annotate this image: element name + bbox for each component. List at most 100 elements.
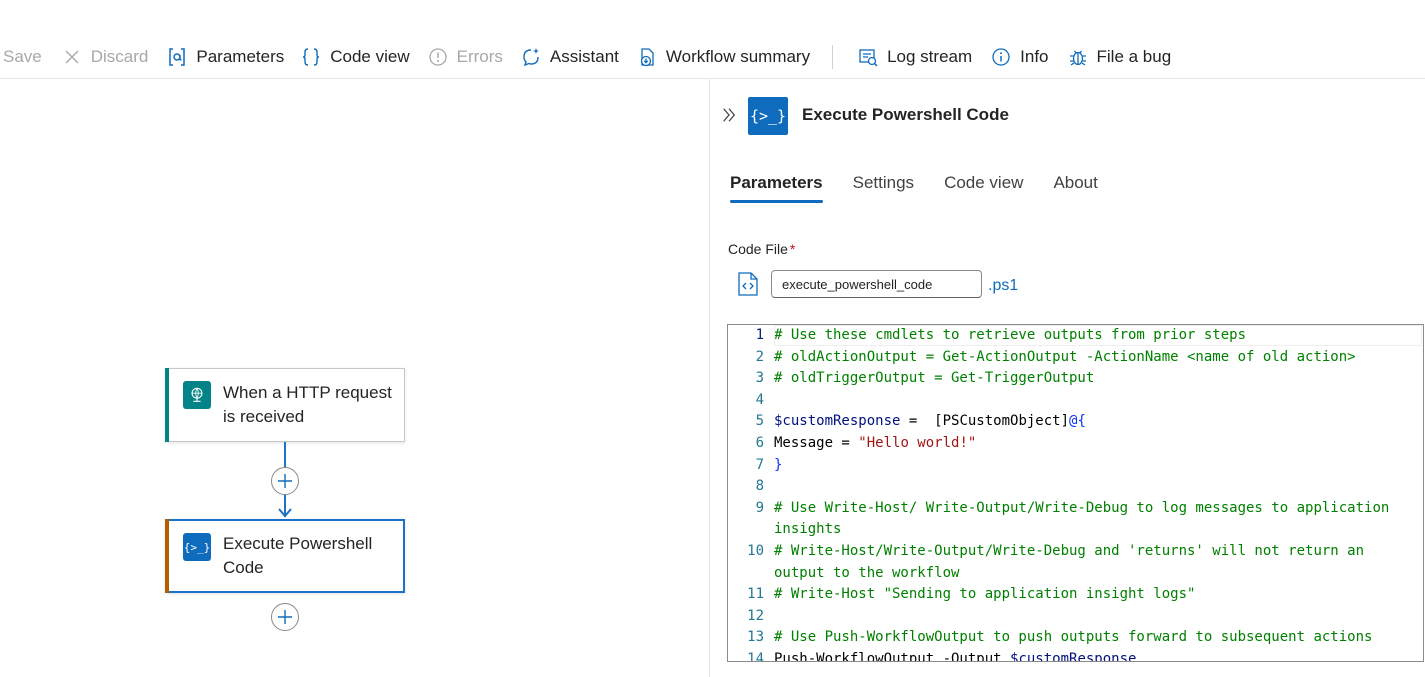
- bug-icon: [1067, 46, 1089, 68]
- code-text: # Write-Host "Sending to application ins…: [774, 584, 1404, 606]
- info-button[interactable]: Info: [990, 41, 1049, 73]
- line-number: 3: [755, 370, 764, 387]
- code-text: Message = "Hello world!": [774, 433, 1404, 455]
- discard-button[interactable]: Discard: [61, 41, 148, 73]
- code-file-name-input[interactable]: [771, 270, 982, 298]
- line-number: 2: [755, 348, 764, 365]
- code-text: # Use Push-WorkflowOutput to push output…: [774, 627, 1404, 649]
- code-line: 4: [728, 390, 1423, 412]
- designer-toolbar: Save Discard Parameters Code view Errors…: [0, 36, 1425, 78]
- code-token: @{: [1069, 413, 1086, 430]
- code-line: 8: [728, 476, 1423, 498]
- plus-icon: [278, 474, 292, 488]
- insert-step-button[interactable]: [271, 467, 299, 495]
- code-text: # Write-Host/Write-Output/Write-Debug an…: [774, 541, 1404, 584]
- file-a-bug-button[interactable]: File a bug: [1067, 41, 1171, 73]
- assistant-chat-icon: [520, 46, 542, 68]
- designer-canvas[interactable]: When a HTTP request is received {>_} Exe…: [0, 79, 709, 677]
- assistant-button[interactable]: Assistant: [520, 41, 619, 73]
- code-token: # oldActionOutput = Get-ActionOutput -Ac…: [774, 348, 1356, 365]
- code-token: "Hello world!": [858, 434, 977, 451]
- code-token: # Use Write-Host/ Write-Output/Write-Deb…: [774, 499, 1398, 538]
- tab-settings[interactable]: Settings: [852, 173, 915, 192]
- code-text: # Use these cmdlets to retrieve outputs …: [774, 325, 1404, 347]
- code-editor[interactable]: 1 # Use these cmdlets to retrieve outputs…: [727, 324, 1424, 662]
- workflow-summary-button[interactable]: Workflow summary: [636, 41, 810, 73]
- code-line: 14 Push-WorkflowOutput -Output $customRes…: [728, 649, 1423, 662]
- code-text: # Use Write-Host/ Write-Output/Write-Deb…: [774, 498, 1404, 541]
- parameters-button[interactable]: Parameters: [166, 41, 284, 73]
- code-token: Push-WorkflowOutput -Output: [774, 650, 1011, 662]
- line-number: 14: [747, 650, 764, 662]
- line-number: 1: [755, 327, 764, 343]
- code-text: # oldTriggerOutput = Get-TriggerOutput: [774, 368, 1404, 390]
- line-number: 9: [755, 499, 764, 516]
- double-chevron-right-icon: [723, 108, 736, 122]
- toolbar-divider: [832, 45, 834, 69]
- code-text: $customResponse = [PSCustomObject]@{: [774, 411, 1404, 433]
- code-line: 13 # Use Push-WorkflowOutput to push outp…: [728, 627, 1423, 649]
- code-line: 10 # Write-Host/Write-Output/Write-Debug …: [728, 541, 1423, 584]
- add-step-button[interactable]: [271, 603, 299, 631]
- line-number: 8: [755, 478, 764, 495]
- plus-icon: [278, 610, 292, 624]
- tab-code-view[interactable]: Code view: [944, 173, 1024, 192]
- line-number: 5: [755, 413, 764, 430]
- action-details-panel: {>_} Execute Powershell Code Parameters …: [709, 79, 1425, 677]
- required-marker: *: [789, 241, 796, 257]
- code-text: # oldActionOutput = Get-ActionOutput -Ac…: [774, 347, 1404, 369]
- code-token: # Use these cmdlets to retrieve outputs …: [774, 327, 1247, 343]
- card-accent: [165, 519, 169, 593]
- code-line: 1 # Use these cmdlets to retrieve outputs…: [728, 325, 1423, 347]
- code-line: 3 # oldTriggerOutput = Get-TriggerOutput: [728, 368, 1423, 390]
- card-accent: [165, 368, 169, 442]
- action-card-execute-powershell[interactable]: {>_} Execute Powershell Code: [165, 519, 405, 593]
- code-text: Push-WorkflowOutput -Output $customRespo…: [774, 649, 1404, 662]
- save-button[interactable]: Save: [3, 47, 42, 66]
- line-number: 7: [755, 456, 764, 473]
- panel-title: Execute Powershell Code: [802, 105, 1009, 124]
- panel-tabs: Parameters Settings Code view About: [730, 173, 1128, 203]
- collapse-panel-button[interactable]: [720, 105, 738, 125]
- code-token: =: [900, 413, 935, 430]
- code-token: # Write-Host/Write-Output/Write-Debug an…: [774, 542, 1373, 581]
- error-circle-icon: [427, 46, 449, 68]
- log-stream-button[interactable]: Log stream: [857, 41, 972, 73]
- code-line: 7}: [728, 455, 1423, 477]
- code-token: $customResponse: [1010, 650, 1137, 662]
- code-lines: 1 # Use these cmdlets to retrieve outputs…: [728, 325, 1423, 662]
- braces-icon: [300, 46, 322, 68]
- errors-button[interactable]: Errors: [427, 41, 503, 73]
- code-token: Message =: [774, 434, 859, 451]
- code-token: # Use Push-WorkflowOutput to push output…: [774, 629, 1373, 646]
- line-number: 10: [747, 542, 764, 559]
- powershell-icon: {>_}: [183, 533, 211, 561]
- close-icon: [61, 46, 83, 68]
- tab-parameters[interactable]: Parameters: [730, 173, 823, 203]
- powershell-icon: {>_}: [748, 97, 788, 135]
- code-token: }: [774, 456, 783, 473]
- code-file-extension: .ps1: [988, 277, 1019, 294]
- code-line: 9 # Use Write-Host/ Write-Output/Write-De…: [728, 498, 1423, 541]
- action-card-title: Execute Powershell Code: [223, 534, 373, 577]
- line-number: 6: [755, 434, 764, 451]
- connector-arrow-icon: [278, 508, 292, 518]
- http-trigger-icon: [183, 381, 211, 409]
- code-token: # oldTriggerOutput = Get-TriggerOutput: [774, 370, 1095, 387]
- trigger-card[interactable]: When a HTTP request is received: [165, 368, 405, 442]
- code-token: $customResponse: [774, 413, 901, 430]
- trigger-card-title: When a HTTP request is received: [223, 383, 392, 426]
- log-stream-icon: [857, 46, 879, 68]
- code-line: 2 # oldActionOutput = Get-ActionOutput -A…: [728, 347, 1423, 369]
- tab-about[interactable]: About: [1053, 173, 1098, 192]
- code-view-button[interactable]: Code view: [300, 41, 410, 73]
- code-token: # Write-Host "Sending to application ins…: [774, 586, 1196, 603]
- code-line: 11# Write-Host "Sending to application i…: [728, 584, 1423, 606]
- code-line: 6 Message = "Hello world!": [728, 433, 1423, 455]
- workflow-summary-icon: [636, 46, 658, 68]
- code-text: [774, 606, 1404, 628]
- line-number: 12: [747, 607, 764, 624]
- line-number: 13: [747, 629, 764, 646]
- code-line: 12: [728, 606, 1423, 628]
- code-text: [774, 390, 1404, 412]
